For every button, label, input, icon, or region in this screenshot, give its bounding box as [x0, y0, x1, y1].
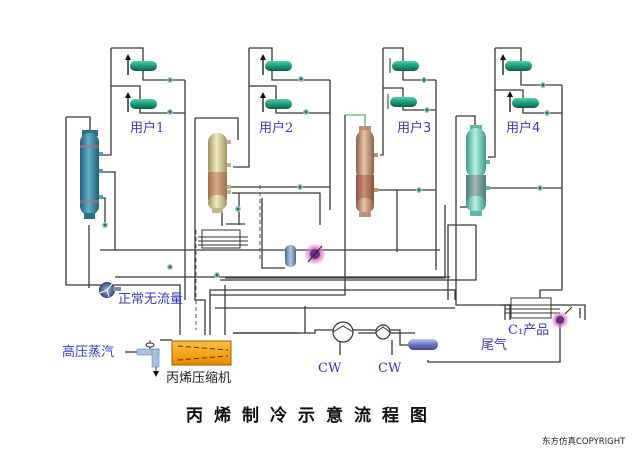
valve[interactable] [297, 184, 303, 190]
user-4-group[interactable]: 用户4 [500, 54, 540, 136]
c1-exchanger[interactable] [505, 297, 560, 319]
compressor-label: 丙烯压缩机 [166, 370, 231, 386]
user-1-label: 用户1 [130, 120, 164, 136]
cw-label-2: CW [378, 361, 402, 376]
valves[interactable] [102, 76, 550, 278]
hp-steam-label: 高压蒸汽 [62, 344, 114, 360]
user-1-exchanger-bottom[interactable] [125, 92, 157, 112]
receiver-drum[interactable] [408, 339, 438, 350]
valve[interactable] [167, 264, 173, 270]
valve[interactable] [537, 185, 543, 191]
drum-3[interactable] [356, 126, 378, 217]
user-2-exchanger-top[interactable] [260, 54, 292, 75]
copyright: 东方仿真COPYRIGHT [542, 436, 626, 447]
user-3-label: 用户3 [397, 120, 431, 136]
user-3-group[interactable]: 用户3 [387, 58, 431, 136]
cw-label-1: CW [318, 361, 342, 376]
diagram-title: 丙烯制冷示意流程图 [186, 405, 438, 426]
user-2-label: 用户2 [259, 120, 293, 136]
user-2-group[interactable]: 用户2 [259, 54, 293, 136]
valve[interactable] [421, 77, 427, 83]
propylene-compressor[interactable] [171, 340, 232, 366]
drum-4[interactable] [466, 125, 490, 216]
valve[interactable] [424, 107, 430, 113]
c1-product-label: C₁产品 [508, 323, 549, 338]
valve[interactable] [102, 222, 108, 228]
condenser-1[interactable] [332, 321, 354, 343]
condenser-2[interactable] [375, 324, 391, 340]
exchanger-box-left[interactable] [198, 229, 248, 249]
pump-magenta-2[interactable] [552, 306, 573, 328]
user-1-exchanger-top[interactable] [125, 54, 157, 75]
valve[interactable] [544, 110, 550, 116]
valve[interactable] [167, 109, 173, 115]
user-3-exchanger-bottom[interactable] [387, 94, 417, 109]
valve[interactable] [303, 109, 309, 115]
valve[interactable] [167, 77, 173, 83]
pump-magenta-1[interactable] [305, 244, 325, 264]
no-flow-label: 正常无流量 [118, 292, 183, 307]
valve[interactable] [235, 206, 241, 212]
steam-turbine[interactable] [136, 340, 160, 377]
user-4-label: 用户4 [506, 120, 540, 136]
user-4-exchanger-top[interactable] [500, 54, 532, 75]
tail-gas-label: 尾气 [481, 337, 507, 353]
valve[interactable] [416, 187, 422, 193]
small-drum[interactable] [285, 245, 296, 267]
user-3-exchanger-top[interactable] [389, 58, 419, 73]
fan-no-flow[interactable] [99, 282, 121, 298]
piping [65, 47, 586, 363]
valve[interactable] [214, 272, 220, 278]
user-1-group[interactable]: 用户1 [125, 54, 164, 136]
user-4-exchanger-bottom[interactable] [507, 91, 539, 112]
valve[interactable] [540, 82, 546, 88]
valve[interactable] [298, 76, 304, 82]
user-2-exchanger-bottom[interactable] [260, 92, 292, 112]
drum-1[interactable] [80, 130, 103, 219]
drum-2[interactable] [208, 133, 231, 213]
